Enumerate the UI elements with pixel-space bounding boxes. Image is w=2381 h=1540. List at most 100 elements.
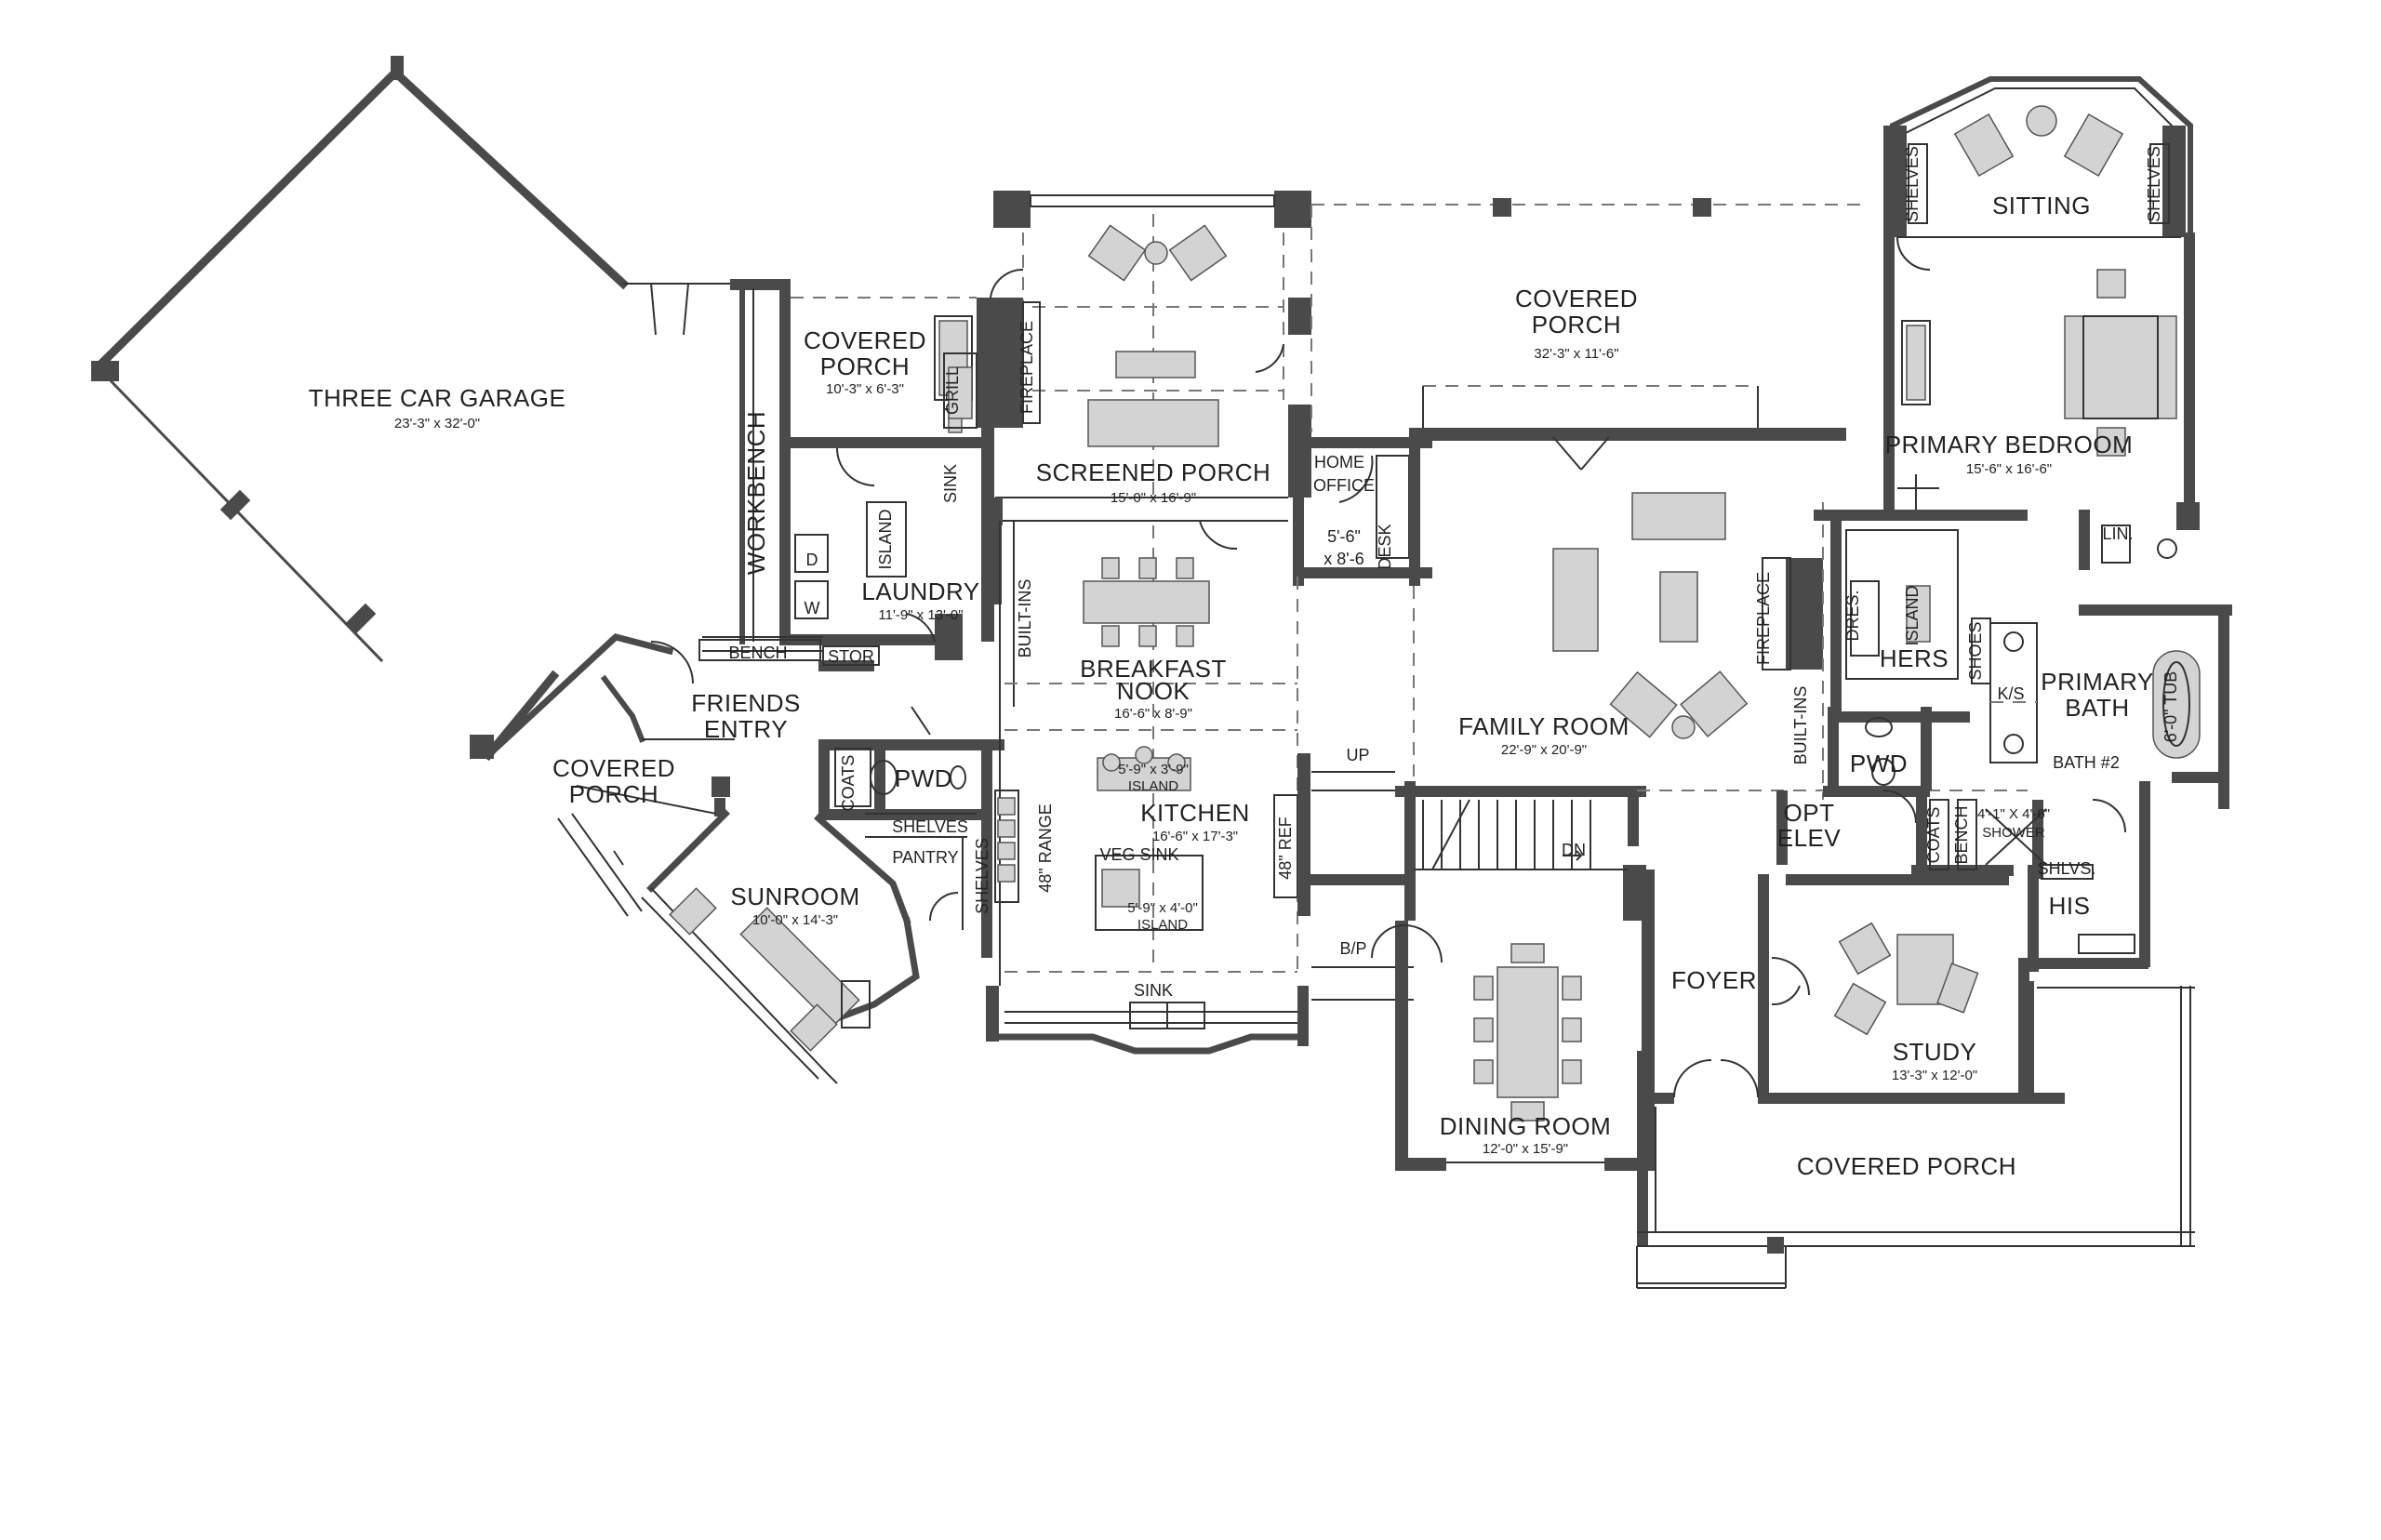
shelves-right-label: SHELVES — [2145, 146, 2163, 222]
bp-label: B/P — [1339, 939, 1366, 958]
rear-porch — [1310, 198, 1869, 432]
shlvs-label: SHLVS. — [2038, 859, 2096, 878]
hers-closet — [1814, 510, 2232, 809]
washer-label: W — [805, 599, 820, 617]
veg-sink-label: VEG SINK — [1099, 845, 1178, 864]
bath2-label: BATH #2 — [2053, 753, 2120, 772]
screened-porch-name: SCREENED PORCH — [1036, 458, 1271, 486]
shoes-label: SHOES — [1966, 621, 1985, 680]
office-dim2: x 8'-6 — [1324, 550, 1363, 568]
garage-name: THREE CAR GARAGE — [309, 384, 566, 412]
coats-right-label: COATS — [1924, 807, 1943, 864]
right-service — [1776, 707, 2195, 1102]
rear-porch-name1: COVERED — [1515, 285, 1638, 312]
grill-label: GRILL — [943, 366, 962, 415]
friends-entry — [484, 633, 735, 917]
built-ins-left-label: BUILT-INS — [1016, 579, 1034, 658]
primary-bedroom-name: PRIMARY BEDROOM — [1885, 431, 2134, 458]
island-closet-label: ISLAND — [1903, 585, 1922, 645]
dn-label: DN — [1562, 841, 1586, 859]
pwd-pantry — [814, 706, 1004, 958]
island2-dim: 5'-9" x 4'-0" — [1127, 900, 1198, 916]
family-room-dim: 22'-9" x 20'-9" — [1501, 742, 1587, 758]
primary-bath-name2: BATH — [2065, 694, 2129, 722]
sink-laundry-label: SINK — [941, 464, 960, 503]
nook-name2: NOOK — [1117, 677, 1190, 705]
nook-name1: BREAKFAST — [1080, 655, 1227, 683]
kitchen-area — [986, 498, 1414, 1055]
laundry-name: LAUNDRY — [861, 578, 979, 605]
ref-label: 48" REF — [1276, 816, 1295, 879]
shelves-left-label: SHELVES — [1903, 146, 1922, 222]
family-room-name: FAMILY ROOM — [1458, 712, 1629, 740]
his-name: HIS — [2049, 892, 2091, 920]
lin-label: LIN. — [2102, 524, 2133, 543]
bench-label: BENCH — [728, 644, 787, 662]
garage-dim: 23'-3" x 32'-0" — [394, 416, 480, 431]
hers-name: HERS — [1880, 644, 1949, 672]
pwd-left-name: PWD — [895, 764, 952, 792]
opt-elev-name2: ELEV — [1777, 824, 1842, 852]
opt-elev-name1: OPT — [1784, 799, 1835, 827]
office-dim1: 5'-6" — [1327, 527, 1361, 546]
coats-left-label: COATS — [839, 755, 858, 812]
rear-porch-dim: 32'-3" x 11'-6" — [1534, 346, 1618, 362]
study-name: STUDY — [1893, 1038, 1977, 1066]
desk-label: DESK — [1376, 524, 1394, 569]
nook-dim: 16'-6" x 8'-9" — [1114, 706, 1192, 722]
kitchen-name: KITCHEN — [1140, 799, 1250, 827]
shower-dim: 4'-1" X 4'-6" — [1977, 806, 2050, 822]
side-porch-dim: 10'-3" x 6'-3" — [826, 381, 904, 397]
entry-porch-name2: PORCH — [569, 780, 658, 808]
dining-room-name: DINING ROOM — [1440, 1112, 1612, 1140]
shelves-pantry-vert-label: SHELVES — [973, 838, 991, 914]
primary-bedroom-dim: 15'-6" x 16'-6" — [1966, 461, 2052, 477]
fireplace-family-label: FIREPLACE — [1754, 572, 1773, 665]
kitchen-dim: 16'-6" x 17'-3" — [1152, 829, 1238, 844]
workbench-label: WORKBENCH — [742, 411, 770, 575]
shower-label: SHOWER — [1982, 825, 2045, 841]
rear-porch-name2: PORCH — [1532, 311, 1621, 339]
friends-entry-name2: ENTRY — [704, 715, 788, 743]
friends-entry-name1: FRIENDS — [691, 689, 801, 717]
sitting-name: SITTING — [1992, 192, 2091, 219]
sink-kitchen-label: SINK — [1134, 981, 1173, 1000]
bench-right-label: BENCH — [1952, 805, 1971, 864]
up-label: UP — [1346, 746, 1369, 764]
foyer-name: FOYER — [1671, 966, 1757, 994]
ks-label: K/S — [1997, 684, 2024, 703]
island-kitchen-label: ISLAND — [1128, 778, 1178, 794]
entry-porch-name1: COVERED — [552, 754, 675, 782]
sunroom-name: SUNROOM — [730, 883, 859, 910]
front-porch — [1636, 986, 2195, 1289]
laundry-dim: 11'-9" x 13'-0" — [878, 607, 963, 623]
stor-label: STOR — [828, 647, 874, 666]
screened-porch-dim: 15'-0" x 16'-9" — [1111, 490, 1196, 506]
primary-suite — [1883, 76, 2200, 530]
study-dim: 13'-3" x 12'-0" — [1892, 1068, 1977, 1083]
office-name1: HOME — [1314, 453, 1364, 471]
sunroom-dim: 10'-0" x 14'-3" — [752, 912, 838, 928]
room-labels: THREE CAR GARAGE 23'-3" x 32'-0" WORKBEN… — [309, 146, 2180, 1180]
dres-label: DRES. — [1843, 590, 1862, 641]
pwd-right-name: PWD — [1850, 750, 1908, 777]
side-porch-name1: COVERED — [804, 326, 926, 354]
screened-porch — [943, 191, 1311, 551]
built-ins-right-label: BUILT-INS — [1791, 686, 1810, 765]
island2-label: ISLAND — [1137, 917, 1188, 933]
island-laundry-label: ISLAND — [876, 509, 895, 569]
side-porch-name2: PORCH — [820, 352, 910, 380]
fireplace-porch-label: FIREPLACE — [1018, 321, 1036, 414]
dining-room-dim: 12'-0" x 15'-9" — [1483, 1141, 1568, 1157]
island-kitchen-dim: 5'-9" x 3'-9" — [1118, 762, 1189, 777]
pantry-name: PANTRY — [892, 848, 958, 867]
office-name2: OFFICE — [1313, 476, 1375, 495]
primary-bath-name1: PRIMARY — [2041, 668, 2154, 696]
home-office — [1293, 437, 1432, 586]
sunroom — [641, 809, 920, 1084]
stairs — [1302, 771, 1646, 921]
range-label: 48" RANGE — [1036, 803, 1055, 892]
dryer-label: D — [806, 551, 818, 569]
family-room — [1409, 428, 1846, 800]
